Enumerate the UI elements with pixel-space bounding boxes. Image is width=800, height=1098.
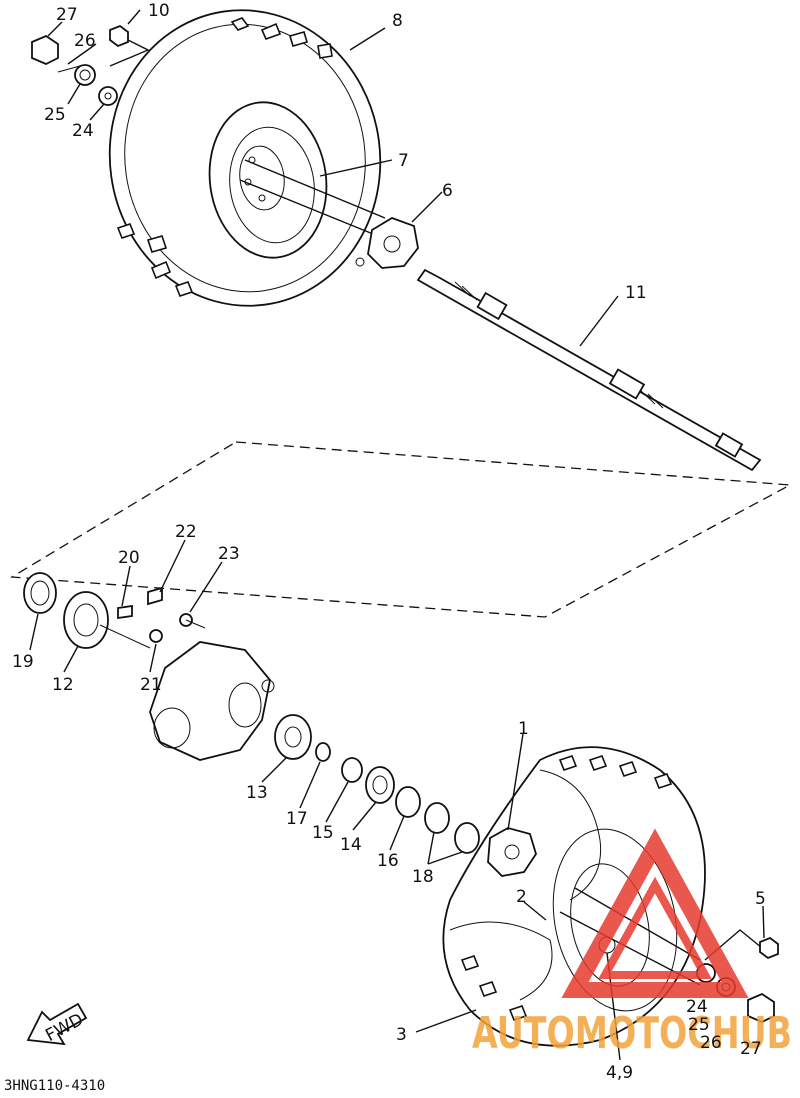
label-26-bot: 26 bbox=[700, 1033, 722, 1053]
label-1: 1 bbox=[518, 719, 529, 739]
leader-lines bbox=[29, 9, 765, 1061]
label-18: 18 bbox=[412, 867, 434, 887]
label-2: 2 bbox=[516, 887, 527, 907]
label-4-9: 4,9 bbox=[606, 1063, 633, 1083]
top-small-parts bbox=[31, 24, 129, 106]
label-5: 5 bbox=[755, 889, 766, 909]
label-3: 3 bbox=[396, 1025, 407, 1045]
watermark-logo: AUTOMOTOCHUB bbox=[472, 828, 792, 1059]
label-23: 23 bbox=[218, 544, 240, 564]
label-15: 15 bbox=[312, 823, 334, 843]
label-7: 7 bbox=[398, 151, 409, 171]
label-22: 22 bbox=[175, 522, 197, 542]
watermark-text: AUTOMOTOCHUB bbox=[472, 1008, 792, 1059]
label-13: 13 bbox=[246, 783, 268, 803]
label-27-bot: 27 bbox=[740, 1039, 762, 1059]
label-10: 10 bbox=[148, 1, 170, 21]
gearcase-assembly bbox=[23, 572, 480, 854]
top-wheel-tire bbox=[108, 9, 382, 307]
label-12: 12 bbox=[52, 675, 74, 695]
label-24-top: 24 bbox=[72, 121, 94, 141]
label-27-top: 27 bbox=[56, 5, 78, 25]
label-11: 11 bbox=[625, 283, 647, 303]
label-25-top: 25 bbox=[44, 105, 66, 125]
label-6: 6 bbox=[442, 181, 453, 201]
label-25-bot: 25 bbox=[688, 1015, 710, 1035]
part-labels: 8 7 6 11 10 27 26 25 24 22 20 23 19 12 2… bbox=[12, 1, 766, 1083]
label-19: 19 bbox=[12, 652, 34, 672]
label-17: 17 bbox=[286, 809, 308, 829]
label-24-bot: 24 bbox=[686, 997, 708, 1017]
drive-shaft-part-11 bbox=[416, 268, 762, 472]
hub-part-6 bbox=[355, 217, 419, 269]
fwd-arrow-icon: FWD bbox=[26, 1002, 88, 1046]
label-14: 14 bbox=[340, 835, 362, 855]
document-code: 3HNG110-4310 bbox=[4, 1078, 105, 1094]
label-16: 16 bbox=[377, 851, 399, 871]
label-20: 20 bbox=[118, 548, 140, 568]
label-21: 21 bbox=[140, 675, 162, 695]
label-8: 8 bbox=[392, 11, 403, 31]
label-26-top: 26 bbox=[74, 31, 96, 51]
